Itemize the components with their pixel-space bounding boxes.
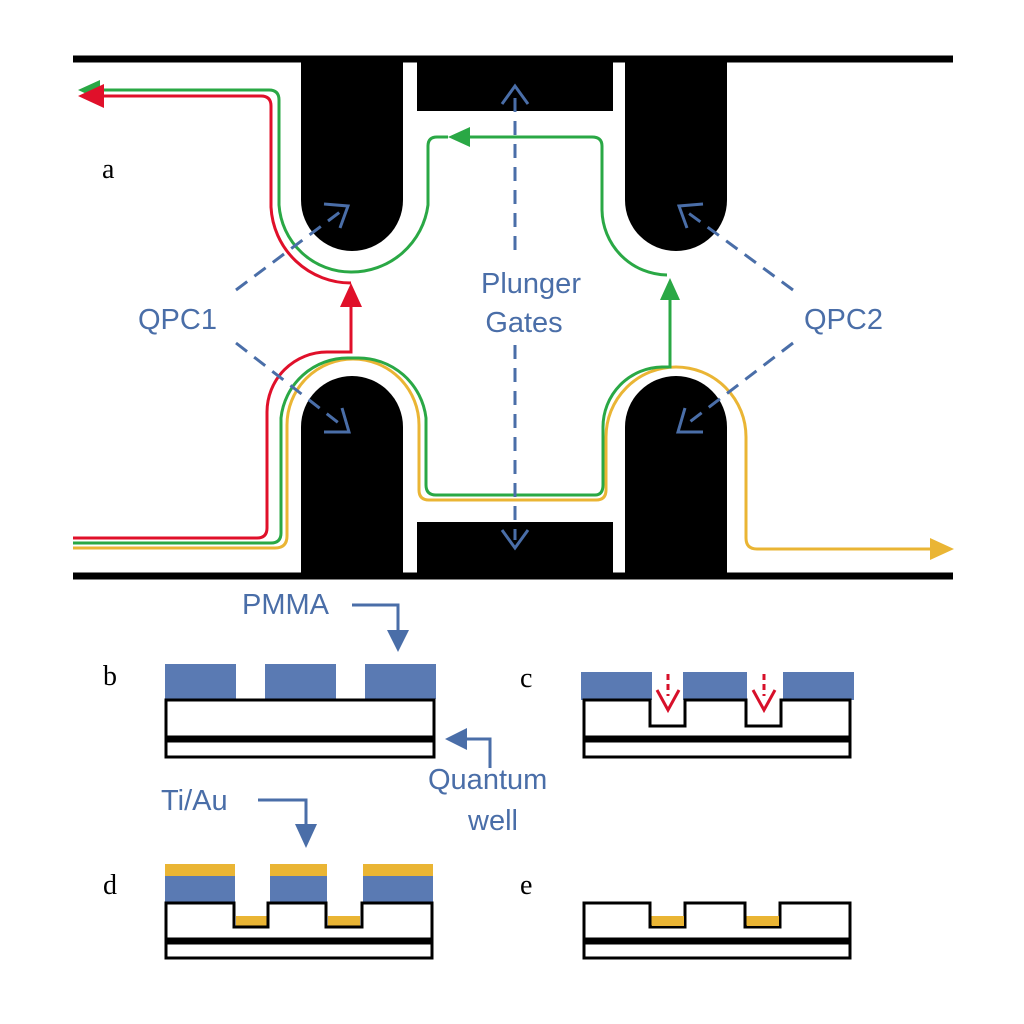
tiau-gate-fill [747,916,779,926]
pmma-block [365,664,436,699]
gate-bottom-right [625,376,727,576]
tiau-label: Ti/Au [161,785,228,817]
tiau-deposit [236,916,267,927]
panel-d-letter: d [103,870,117,901]
edge-yellow-arrowhead [930,538,954,560]
pmma-block [683,672,747,700]
plunger-pointer-down-head [500,529,530,551]
pmma-block [165,876,235,902]
plunger-pointer-up-head [500,83,530,105]
edge-state-green-left [100,88,448,274]
panel-c: c [520,663,854,759]
qpc1-label: QPC1 [138,304,217,336]
quantum-well-pointer [467,737,492,768]
quantum-well-pointer-head [445,728,467,750]
qpc2-label: QPC2 [804,304,883,336]
panel-a: a [73,55,954,580]
etch-arrow-head [655,689,681,714]
edge-red-arrowhead-exit [78,84,104,108]
tiau-pointer [258,798,308,824]
tiau-layer [165,864,235,876]
qpc2-pointer-upper-head [676,202,704,229]
edge-green-arrowhead-left [448,127,470,147]
edge-red-arrowhead-up [340,283,362,307]
pmma-block [265,664,336,699]
etch-arrow-head [751,689,777,714]
etched-substrate [164,901,434,960]
tiau-layer [363,864,433,876]
panel-a-letter: a [102,154,115,185]
pmma-block [581,672,652,700]
edge-state-red [73,305,353,540]
panel-e: e [520,870,852,960]
pmma-label: PMMA [242,589,330,621]
gate-top-right [625,59,727,251]
pmma-pointer [352,603,400,630]
panel-b: b PMMA Quantum well [103,589,547,837]
edge-green-arrowhead-up [660,278,680,300]
tiau-gate-fill [652,916,684,926]
quantum-well-label-line2: well [467,805,518,837]
qpc1-pointer-lower-head [324,407,351,434]
pmma-block [270,876,327,902]
pmma-block [783,672,854,700]
etched-substrate [582,901,852,960]
pmma-pointer-head [387,630,409,652]
etched-substrate [582,698,852,759]
pmma-block [165,664,236,699]
qpc1-pointer-upper-head [323,202,351,229]
panel-e-letter: e [520,870,532,901]
edge-state-red-upper [100,94,352,285]
panel-c-letter: c [520,663,532,694]
substrate [164,698,436,759]
tiau-pointer-head [295,824,317,848]
edge-state-yellow [73,357,930,551]
quantum-well-label-line1: Quantum [428,764,547,796]
pmma-block [363,876,433,902]
gate-top-left [301,59,403,251]
edge-state-green [73,300,672,545]
tiau-deposit [328,916,360,927]
qpc2-pointer-lower-head [676,407,703,434]
panel-d: d Ti/Au [103,785,434,960]
panel-b-letter: b [103,661,117,692]
plunger-label-line1: Plunger [481,268,581,300]
tiau-layer [270,864,327,876]
gate-bottom-left [301,376,403,576]
edge-state-green-upper [470,135,668,277]
plunger-label-line2: Gates [485,307,562,339]
